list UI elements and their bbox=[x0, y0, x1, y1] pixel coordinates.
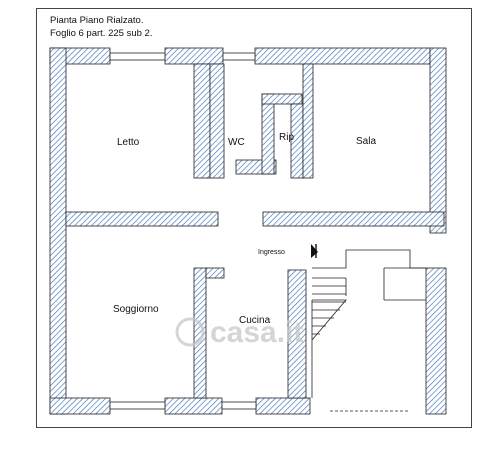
room-label-ingresso: Ingresso bbox=[258, 249, 285, 256]
watermark: casa.it bbox=[175, 316, 303, 349]
watermark-icon bbox=[175, 317, 205, 347]
room-labels: Letto WC Rip Sala Ingresso Soggiorno Cuc… bbox=[113, 132, 376, 326]
title-line-2: Foglio 6 part. 225 sub 2. bbox=[50, 28, 153, 39]
wall-sala-south bbox=[262, 211, 445, 227]
wall-right-lower bbox=[425, 267, 447, 415]
wall-right-upper bbox=[429, 47, 447, 234]
title-line-1: Pianta Piano Rialzato. bbox=[50, 15, 144, 26]
stair-outline bbox=[312, 249, 426, 269]
stair-diagonal bbox=[311, 299, 347, 341]
wall-bottom-left bbox=[49, 397, 111, 415]
drawing-frame bbox=[36, 8, 472, 428]
plan-title: Pianta Piano Rialzato. Foglio 6 part. 22… bbox=[50, 14, 152, 40]
wall-sala-west bbox=[302, 63, 314, 179]
wall-left bbox=[49, 47, 67, 415]
wall-rip-top bbox=[261, 93, 303, 105]
wall-top-mid bbox=[164, 47, 224, 65]
wall-cucina-nw bbox=[205, 267, 225, 279]
wall-bottom-right bbox=[255, 397, 311, 415]
window-soggiorno bbox=[109, 401, 166, 410]
staircase bbox=[311, 249, 426, 412]
wall-wc-east bbox=[261, 93, 275, 175]
wall-letto-soggiorno bbox=[65, 211, 219, 227]
window-letto bbox=[109, 52, 166, 61]
window-wc bbox=[222, 52, 256, 61]
watermark-text: casa.it bbox=[210, 316, 303, 349]
room-label-soggiorno: Soggiorno bbox=[113, 304, 159, 315]
wall-cucina-east bbox=[287, 269, 307, 399]
entrance-arrow-icon bbox=[311, 244, 318, 258]
room-label-wc: WC bbox=[228, 137, 245, 148]
windows bbox=[109, 52, 257, 410]
walls bbox=[49, 47, 447, 415]
wall-bottom-mid bbox=[164, 397, 223, 415]
wall-soggiorno-east bbox=[193, 267, 207, 399]
room-label-rip: Rip bbox=[279, 132, 294, 143]
room-label-cucina: Cucina bbox=[239, 315, 271, 326]
wall-letto-east bbox=[193, 63, 211, 179]
wall-wc-west bbox=[209, 63, 225, 179]
window-cucina bbox=[221, 401, 257, 410]
stair-treads bbox=[312, 277, 346, 335]
room-label-letto: Letto bbox=[117, 137, 140, 148]
wall-top-right bbox=[254, 47, 431, 65]
room-label-sala: Sala bbox=[356, 136, 376, 147]
